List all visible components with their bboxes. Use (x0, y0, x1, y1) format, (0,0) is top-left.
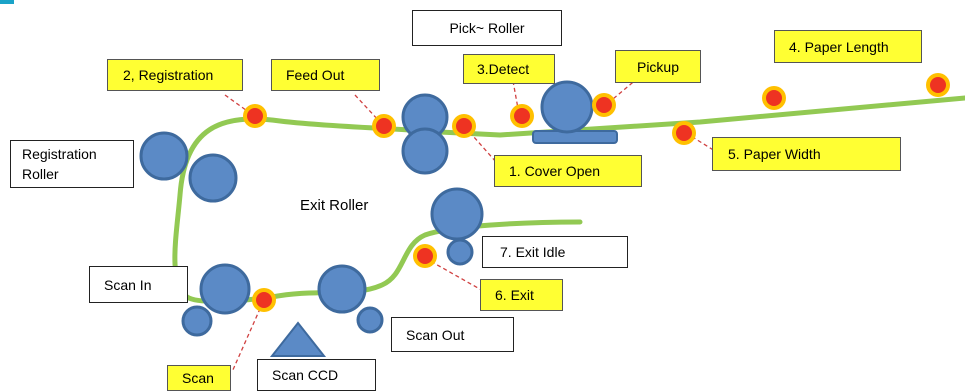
feed-roller-lower (401, 127, 449, 175)
sensor-feed-out (372, 114, 396, 138)
sensor-paper-width (672, 121, 696, 145)
scan-in-idle-roller (181, 305, 213, 337)
label-registration-roller: Registration Roller (10, 140, 134, 188)
sensor-cover-open (452, 114, 476, 138)
paper-path (172, 95, 965, 304)
registration-roller-lower (188, 153, 238, 203)
caption-fragment (0, 0, 14, 4)
exit-roller (430, 187, 484, 241)
scan-ccd-triangle (269, 321, 327, 357)
label-exit-roller: Exit Roller (300, 196, 369, 214)
rollers (139, 80, 594, 337)
pick-roller (540, 80, 594, 134)
label-registration: 2, Registration (107, 59, 243, 91)
label-scan-in: Scan In (89, 266, 188, 303)
sensor-registration (243, 104, 267, 128)
sensor-pickup (592, 93, 616, 117)
label-pickup: Pickup (615, 50, 701, 83)
exit-idle-roller (446, 238, 474, 266)
sensor-paper-length-1 (762, 86, 786, 110)
sensor-exit (413, 244, 437, 268)
scan-in-roller (199, 263, 251, 315)
label-paper-width: 5. Paper Width (712, 137, 901, 171)
label-scan-ccd: Scan CCD (257, 359, 376, 391)
label-exit: 6. Exit (480, 279, 563, 311)
scan-out-roller (317, 264, 367, 314)
label-detect: 3.Detect (463, 54, 555, 84)
sensor-scan (252, 288, 276, 312)
label-cover-open: 1. Cover Open (494, 155, 642, 187)
label-scan: Scan (167, 365, 231, 391)
scan-out-idle-roller (356, 306, 384, 334)
sensor-detect (510, 104, 534, 128)
label-scan-out: Scan Out (391, 317, 514, 352)
label-pick-roller: Pick~ Roller (412, 10, 562, 46)
sensors (243, 73, 950, 312)
label-exit-idle: 7. Exit Idle (482, 236, 628, 268)
pick-tray (532, 130, 618, 144)
label-feed-out: Feed Out (271, 59, 380, 91)
sensor-paper-length-2 (926, 73, 950, 97)
registration-roller-upper (139, 131, 189, 181)
label-paper-length: 4. Paper Length (774, 30, 922, 63)
